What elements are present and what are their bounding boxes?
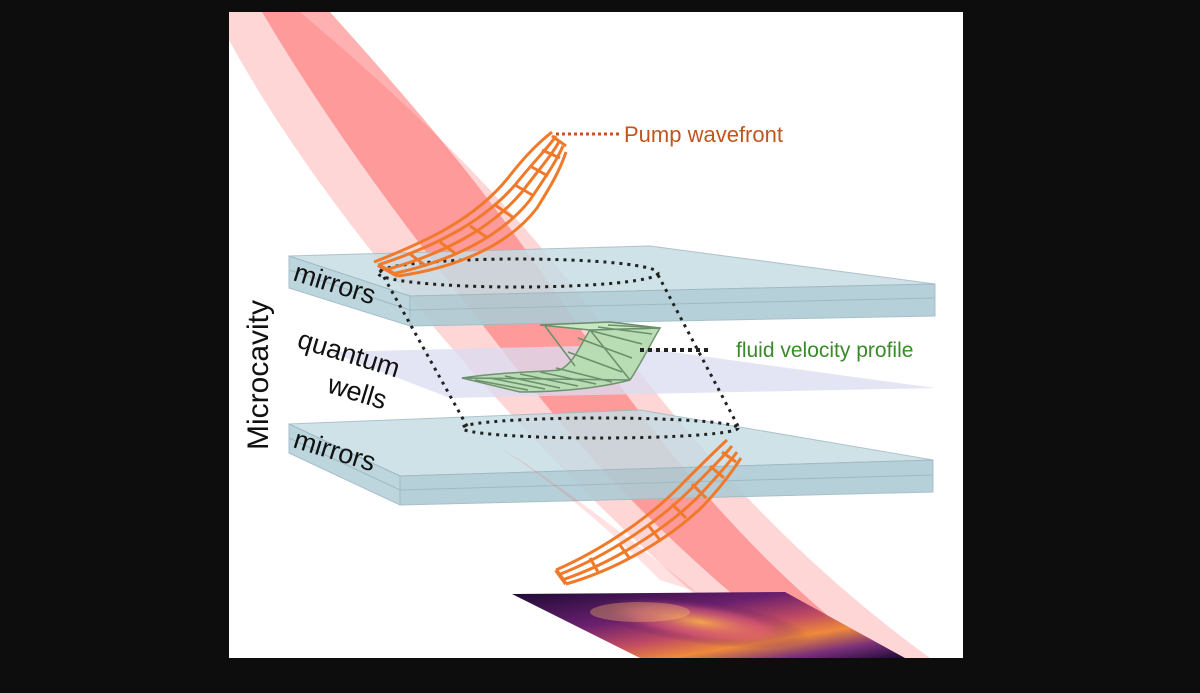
coupling-outline [376, 257, 740, 440]
pump-beam [229, 12, 930, 658]
upper-wavefront-mesh [373, 130, 568, 278]
lower-wavefront-mesh [554, 438, 743, 586]
microcavity-label: Microcavity [242, 300, 275, 450]
fluid-velocity-mesh [461, 321, 662, 393]
pump-beam-core [262, 12, 880, 658]
intensity-map [512, 592, 905, 658]
pump-wavefront-label: Pump wavefront [624, 122, 783, 147]
fluid-velocity-label: fluid velocity profile [736, 339, 913, 362]
bottom-mirror-slab [288, 409, 934, 506]
